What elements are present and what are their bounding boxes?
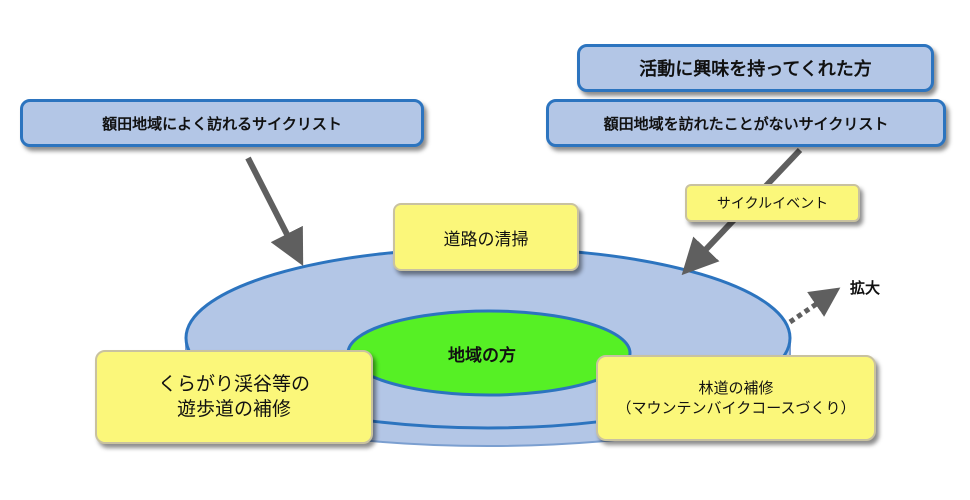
forest-road-repair-line-2: （マウンテンバイクコースづくり） bbox=[616, 399, 856, 417]
new-cyclists-box: 額田地域を訪れたことがないサイクリスト bbox=[546, 99, 946, 147]
interested-people-label: 活動に興味を持ってくれた方 bbox=[639, 59, 872, 80]
arrow-left bbox=[245, 156, 304, 267]
cycle-event-box: サイクルイベント bbox=[685, 184, 860, 222]
interested-people-box: 活動に興味を持ってくれた方 bbox=[577, 44, 934, 92]
arrow-expand bbox=[788, 287, 841, 325]
forest-road-repair-line-1: 林道の補修 bbox=[698, 378, 774, 397]
cycle-event-label: サイクルイベント bbox=[716, 196, 829, 212]
promenade-repair-line-1: くらがり渓谷等の bbox=[157, 373, 310, 396]
frequent-cyclists-label: 額田地域によく訪れるサイクリスト bbox=[102, 114, 342, 133]
local-residents-label: 地域の方 bbox=[448, 346, 516, 366]
new-cyclists-label: 額田地域を訪れたことがないサイクリスト bbox=[603, 114, 889, 133]
forest-road-repair-box: 林道の補修 （マウンテンバイクコースづくり） bbox=[596, 355, 876, 441]
road-cleaning-label: 道路の清掃 bbox=[443, 229, 529, 250]
road-cleaning-box: 道路の清掃 bbox=[393, 203, 579, 271]
expand-label: 拡大 bbox=[850, 279, 881, 297]
promenade-repair-box: くらがり渓谷等の 遊歩道の補修 bbox=[95, 350, 373, 444]
promenade-repair-line-2: 遊歩道の補修 bbox=[176, 398, 291, 420]
frequent-cyclists-box: 額田地域によく訪れるサイクリスト bbox=[20, 99, 424, 147]
